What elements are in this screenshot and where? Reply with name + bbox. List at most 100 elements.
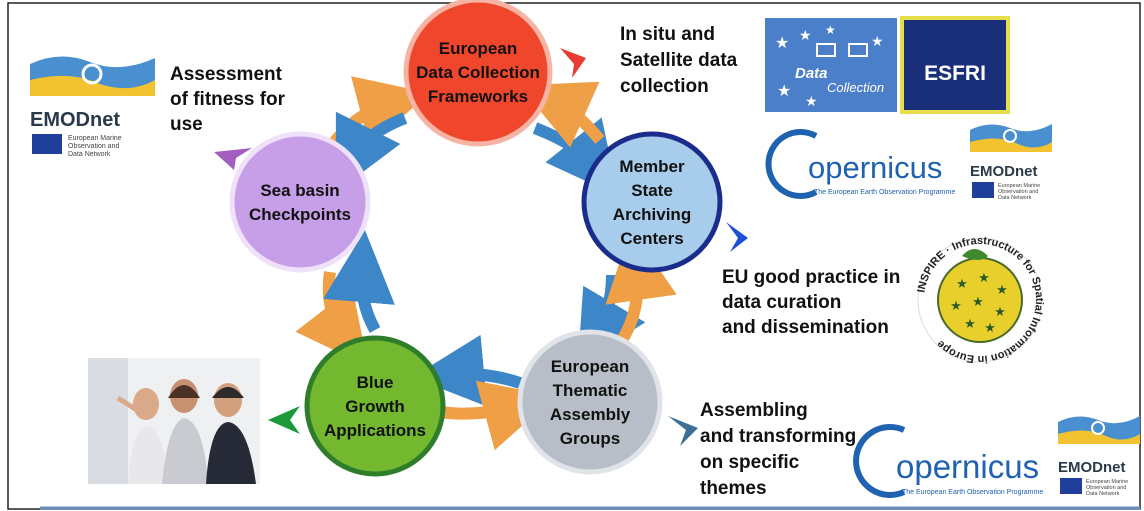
svg-text:★: ★ (775, 35, 789, 52)
copernicus-logo-top: opernicus The European Earth Observation… (765, 129, 955, 199)
computer-icon (816, 43, 836, 57)
eu-flag-icon (32, 134, 62, 154)
data-collection-word-1: Data (795, 65, 828, 82)
svg-text:★: ★ (996, 282, 1008, 297)
emodnet-sub: European Marine Observation and Data Net… (68, 135, 124, 158)
arrow-sbc-to-bga (295, 271, 369, 367)
eu-flag-icon (972, 182, 994, 198)
esfri-word: ESFRI (924, 62, 986, 85)
node-label-line: State (631, 181, 673, 200)
node-label-line: Blue (357, 373, 394, 392)
node-label-line: European (439, 39, 517, 58)
whiteboard (88, 358, 128, 484)
node-circle (229, 131, 371, 273)
leaf-icon (962, 249, 988, 260)
svg-text:★: ★ (964, 316, 976, 331)
pointer-insitu (560, 48, 586, 78)
computer-icon (848, 43, 868, 57)
node-label-line: Data Collection (416, 63, 540, 82)
team-photo (88, 358, 260, 484)
arrow-bga-to-sbc (323, 230, 395, 333)
sand-shape (970, 138, 1052, 152)
copernicus-logo-bottom: opernicus The European Earth Observation… (853, 424, 1043, 498)
data-collection-word-2: Collection (827, 80, 884, 95)
svg-text:★: ★ (994, 304, 1006, 319)
inspire-logo: ★★★ ★★★ ★★ INSPIRE · Infrastructure for … (916, 235, 1046, 365)
node-circle (304, 335, 446, 477)
copernicus-c-shape (853, 424, 906, 498)
svg-text:★: ★ (871, 33, 884, 49)
copernicus-c-shape (765, 129, 818, 199)
callout-insitu: In situ and Satellite data collection (620, 24, 743, 97)
data-collection-logo: ★ ★ ★ ★ ★ ★ Data Collection (765, 18, 897, 112)
node-label-line: Sea basin (260, 181, 339, 200)
target-icon (81, 63, 103, 85)
copernicus-name: opernicus (808, 150, 942, 185)
node-label-line: European (551, 357, 629, 376)
svg-text:★: ★ (984, 320, 996, 335)
pointer-fitness (214, 148, 252, 170)
emodnet-name: EMODnet (1058, 459, 1126, 476)
star-icons: ★ ★ ★ ★ ★ ★ (775, 23, 884, 109)
emodnet-sub: European Marine Observation and Data Net… (1086, 479, 1130, 497)
node-label-line: Applications (324, 421, 426, 440)
person-hair (168, 385, 200, 398)
emodnet-name: EMODnet (970, 163, 1038, 180)
person-hair (212, 387, 244, 398)
svg-text:★: ★ (950, 298, 962, 313)
svg-text:★: ★ (825, 23, 836, 37)
node-label-line: Assembly (550, 405, 631, 424)
node-label-line: Frameworks (428, 87, 528, 106)
svg-text:★: ★ (777, 83, 791, 100)
svg-text:★: ★ (805, 93, 818, 109)
svg-text:★: ★ (972, 294, 984, 309)
node-circle (517, 329, 663, 475)
target-icon (1091, 421, 1105, 435)
node-label-line: Thematic (553, 381, 628, 400)
target-icon (1003, 129, 1017, 143)
node-label-line: Growth (345, 397, 405, 416)
person-body (206, 422, 256, 484)
arrow-edcf-to-sbc (335, 111, 408, 193)
arrow-msac-to-edcf (519, 81, 605, 148)
node-label-line: Groups (560, 429, 620, 448)
node-circle (403, 0, 553, 147)
node-label-line: Centers (620, 229, 683, 248)
callout-curation: EU good practice in data curation and di… (722, 267, 906, 338)
svg-text:★: ★ (956, 276, 968, 291)
pointing-arm (116, 395, 148, 419)
pointer-assembling (668, 416, 698, 446)
sand-shape (1058, 430, 1140, 444)
node-label-line: Member (619, 157, 685, 176)
person-body (128, 426, 168, 484)
svg-text:★: ★ (799, 27, 812, 43)
node-circle (581, 131, 723, 273)
sand-shape (30, 75, 155, 96)
emodnet-logo-right: EMODnet European Marine Observation and … (970, 124, 1052, 201)
node-label-line: Checkpoints (249, 205, 351, 224)
callout-assembling: Assembling and transforming on specific … (700, 400, 862, 499)
emodnet-logo-top-left: EMODnet European Marine Observation and … (30, 56, 155, 158)
pointer-blue-growth (268, 406, 300, 434)
emodnet-logo-bottom-right: EMODnet European Marine Observation and … (1058, 416, 1140, 497)
eu-flag-icon (1060, 478, 1082, 494)
node-label-line: Archiving (613, 205, 691, 224)
esfri-bg (900, 16, 1010, 114)
arrow-etag-to-bga (412, 334, 522, 407)
svg-text:★: ★ (978, 270, 990, 285)
copernicus-sub: The European Earth Observation Programme (814, 189, 955, 196)
data-collection-bg (765, 18, 897, 112)
emodnet-name: EMODnet (30, 109, 120, 131)
arrow-bga-to-etag (439, 380, 555, 451)
person-body (162, 418, 208, 484)
